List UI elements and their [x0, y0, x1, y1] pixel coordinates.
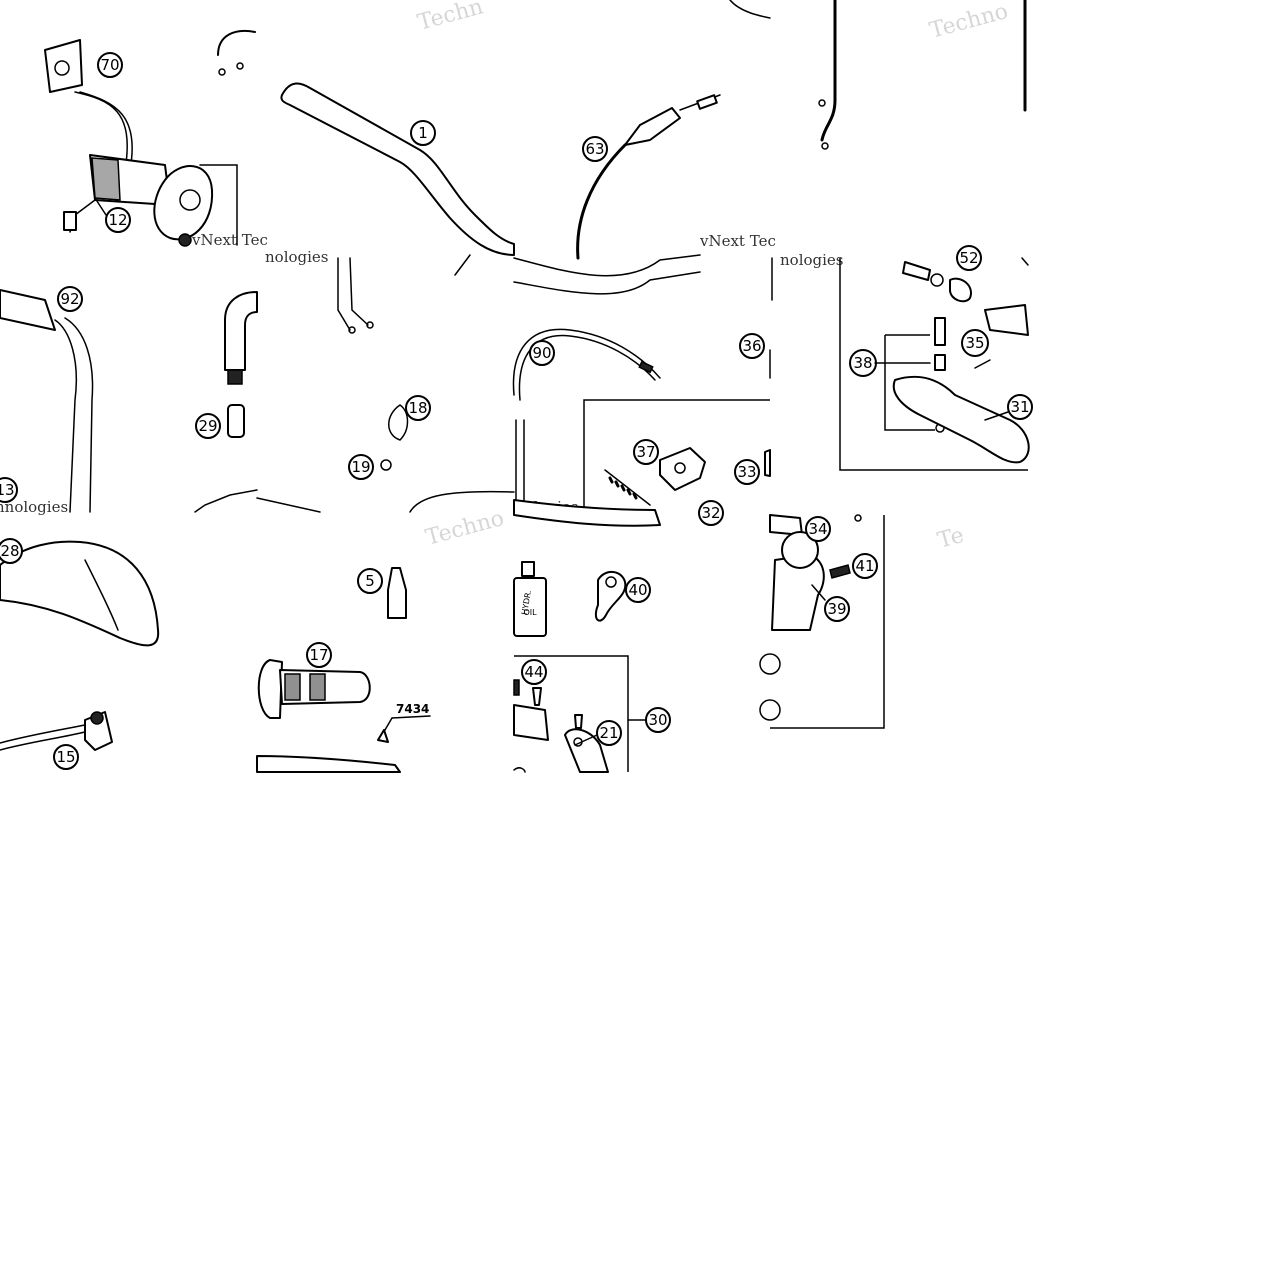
master-cylinder-box: [513, 655, 629, 773]
callout-label: 35: [965, 334, 984, 352]
oil-bottle-line2: OIL: [523, 608, 537, 617]
watermark-1: Techn: [415, 0, 486, 36]
part-code-group: 7434: [256, 702, 431, 773]
watermark-5: nologies: [265, 248, 329, 266]
callout-1: 1: [410, 120, 436, 146]
grip-part: [257, 659, 371, 719]
callout-label: 15: [56, 748, 75, 766]
callout-label: 12: [108, 211, 127, 229]
callout-36: 36: [739, 333, 765, 359]
throttle-grip-part: [63, 154, 238, 247]
callout-32: 32: [698, 500, 724, 526]
callout-39: 39: [824, 596, 850, 622]
twin-cables-part: [337, 257, 374, 334]
clamp-part: [594, 571, 627, 622]
callout-35: 35: [961, 329, 989, 357]
callout-28: 28: [0, 538, 23, 564]
watermark-7: Techno: [423, 506, 507, 551]
throttle-cable-part: [576, 94, 721, 260]
callout-33: 33: [734, 459, 760, 485]
callout-37: 37: [633, 439, 659, 465]
plug-part: [387, 567, 407, 619]
callout-15: 15: [53, 744, 79, 770]
callout-label: 40: [628, 581, 647, 599]
callout-label: 32: [701, 504, 720, 522]
hydraulic-oil-bottle: HYDR. OIL: [513, 561, 547, 637]
callout-18: 18: [405, 395, 431, 421]
callout-label: 39: [827, 600, 846, 618]
callout-63: 63: [582, 136, 608, 162]
callout-label: 41: [855, 557, 874, 575]
callout-label: 28: [0, 542, 19, 560]
callout-label: 70: [100, 56, 119, 74]
watermark-8: Te: [935, 523, 967, 554]
callout-label: 5: [365, 572, 375, 590]
callout-92: 92: [57, 286, 83, 312]
callout-13: 13: [0, 477, 18, 503]
callout-label: 21: [599, 724, 618, 742]
callout-label: 30: [648, 711, 667, 729]
callout-label: 36: [742, 337, 761, 355]
leader-lines: [94, 197, 1009, 746]
callout-label: 37: [636, 443, 655, 461]
callout-label: 92: [60, 290, 79, 308]
callout-38: 38: [849, 349, 877, 377]
handlebar-lower-part: [194, 254, 701, 513]
callout-label: 19: [351, 458, 370, 476]
callout-31: 31: [1007, 394, 1033, 420]
clip-part: [380, 404, 409, 471]
callout-label: 33: [737, 463, 756, 481]
callout-70: 70: [97, 52, 123, 78]
callout-label: 1: [418, 124, 428, 142]
callout-label: 29: [198, 417, 217, 435]
watermark-2: Techno: [927, 0, 1011, 44]
watermark-4: vNext Tec: [699, 232, 776, 250]
callout-label: 38: [853, 354, 872, 372]
throttle-housing-part: [44, 39, 133, 171]
callout-12: 12: [105, 207, 131, 233]
clutch-cable-90-part: [512, 328, 661, 513]
brake-lever-box: [769, 257, 1030, 471]
callout-44: 44: [521, 659, 547, 685]
callout-label: 17: [309, 646, 328, 664]
callout-41: 41: [852, 553, 878, 579]
callout-label: 31: [1010, 398, 1029, 416]
watermark-3: vNext Tec: [191, 231, 268, 249]
callout-label: 18: [408, 399, 427, 417]
clamp-fragment-top: [217, 30, 256, 76]
lever-assembly-box: [513, 399, 771, 527]
elbow-fitting-part: [224, 291, 258, 438]
hose-fragment-top: [729, 0, 1027, 150]
part-code-label: 7434: [396, 702, 429, 716]
watermark-9: hnologies: [0, 498, 68, 516]
callout-34: 34: [805, 516, 831, 542]
mirror-part: [0, 540, 160, 647]
callout-label: 34: [808, 520, 827, 538]
handlebar-part: [280, 82, 515, 276]
callout-label: 13: [0, 481, 15, 499]
callout-17: 17: [306, 642, 332, 668]
brake-cylinder-box: [759, 514, 885, 729]
callout-5: 5: [357, 568, 383, 594]
callout-label: 90: [532, 344, 551, 362]
callout-label: 44: [524, 663, 543, 681]
callout-30: 30: [645, 707, 671, 733]
callout-52: 52: [956, 245, 982, 271]
switch-part: [0, 711, 113, 751]
clutch-cable-part: [0, 289, 94, 513]
callout-19: 19: [348, 454, 374, 480]
callout-21: 21: [596, 720, 622, 746]
callout-label: 63: [585, 140, 604, 158]
callout-90: 90: [529, 340, 555, 366]
oil-bottle-line1: HYDR.: [520, 590, 533, 616]
callout-label: 52: [959, 249, 978, 267]
callout-29: 29: [195, 413, 221, 439]
callout-40: 40: [625, 577, 651, 603]
watermark-6: nologies: [780, 251, 844, 269]
